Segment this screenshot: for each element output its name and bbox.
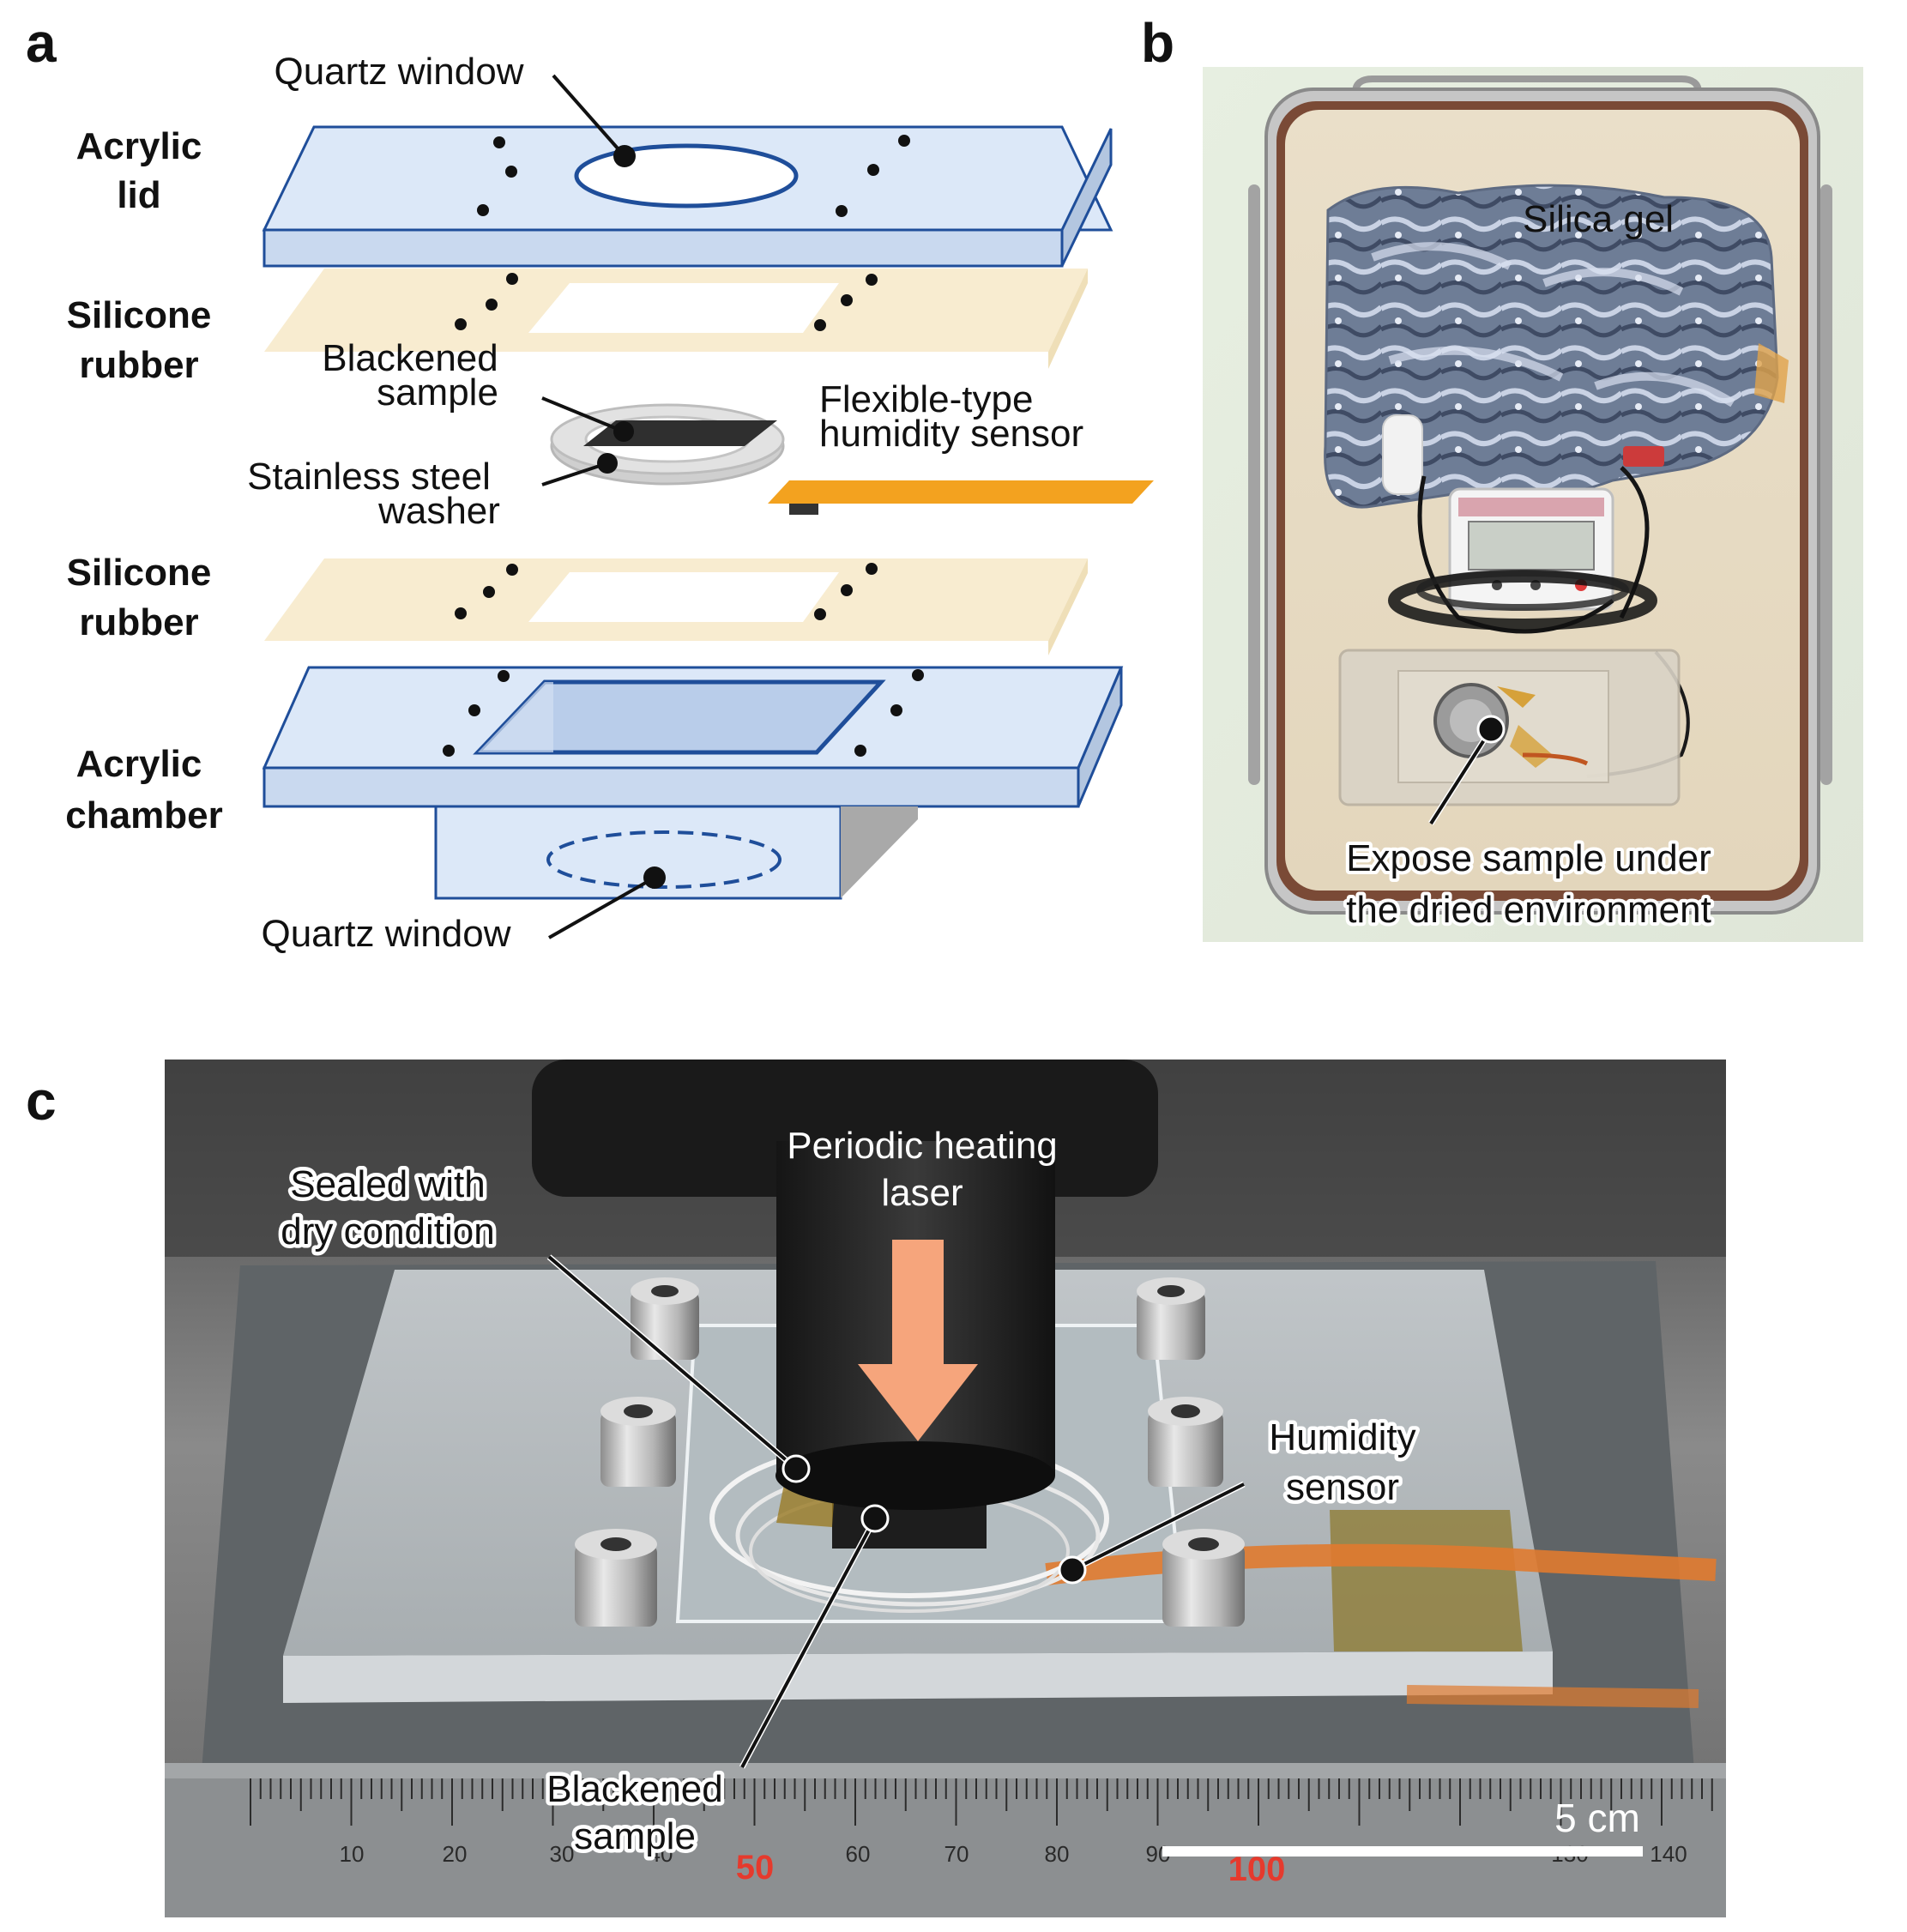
marker-quartz-top [613, 145, 636, 167]
chamber-front-face [263, 766, 1080, 808]
label-expose-2: the dried environment [1346, 889, 1711, 931]
leader-stainless [541, 462, 608, 486]
sensor-chip [789, 504, 818, 515]
label-sealed-2: dry condition [281, 1211, 494, 1253]
probe-sensor [1382, 414, 1423, 495]
leader-humidity [1071, 1482, 1245, 1572]
chamber-side-face [1077, 667, 1123, 807]
silicone-top-holes [455, 273, 878, 331]
box-clip-left [1248, 184, 1260, 785]
panel-b: b [1141, 12, 1863, 942]
silicone-rubber-bottom [264, 558, 1088, 655]
ruler-num-70: 70 [944, 1841, 969, 1867]
laser-arrow [858, 1240, 978, 1441]
scale-bar-label: 5 cm [1554, 1796, 1640, 1840]
silicone-bottom-holes [455, 563, 878, 620]
quartz-window-top-ring [574, 143, 799, 208]
label-acrylic-lid-1: Acrylic [76, 125, 202, 167]
marker-sealed [782, 1454, 811, 1483]
sensor-cable-photo [1045, 1543, 1717, 1585]
panel-a: a [26, 12, 1154, 955]
silicone-rubber-top [264, 269, 1088, 369]
label-silicone-bottom-1: Silicone [67, 552, 212, 594]
label-silica-gel: Silica gel [1523, 198, 1674, 240]
panel-letter-c: c [26, 1070, 57, 1132]
label-expose-1: Expose sample under [1346, 837, 1711, 879]
acrylic-lid [262, 125, 1113, 268]
label-laser-1: Periodic heating [787, 1125, 1058, 1167]
acrylic-lid-front-face [263, 228, 1064, 268]
tape-patch [1330, 1510, 1523, 1651]
marker-humidity [1058, 1555, 1087, 1585]
ruler-num-40: 40 [649, 1841, 673, 1867]
label-laser-2: laser [881, 1172, 963, 1214]
label-silicone-bottom-2: rubber [79, 601, 198, 643]
logger-connector [1623, 446, 1664, 467]
marker-stainless [597, 453, 618, 474]
label-humidity-sensor-1: Flexible-type [819, 378, 1033, 420]
chamber-cavity [473, 679, 886, 755]
label-blackened-sample-2: sample [377, 371, 498, 414]
ruler: 10 20 30 40 50 60 70 80 90 100 130 140 [165, 1763, 1726, 1917]
acrylic-lid-side-face [1060, 128, 1113, 267]
data-logger [1448, 487, 1614, 611]
box-handle-top [1352, 75, 1702, 94]
logger-screen [1468, 521, 1595, 571]
leader-blackened-a [541, 396, 625, 433]
marker-blackened-c [860, 1504, 890, 1533]
marker-blackened-a [613, 421, 634, 442]
acrylic-chamber [262, 666, 1124, 900]
label-blackened-1: Blackened [546, 1768, 722, 1810]
label-humidity-sensor-2: humidity sensor [819, 413, 1083, 455]
silicone-top-cutout [528, 283, 839, 333]
label-quartz-window-top: Quartz window [274, 51, 523, 93]
marker-quartz-bottom [643, 866, 666, 889]
ruler-num-80: 80 [1045, 1841, 1070, 1867]
label-blackened-2: sample [574, 1815, 696, 1857]
blackened-sample-shape [583, 420, 777, 446]
sensor-strip [768, 480, 1154, 504]
label-stainless-2: washer [377, 490, 500, 532]
leader-expose [1429, 728, 1493, 825]
leader-quartz-top [552, 74, 626, 158]
ruler-red-100: 100 [1228, 1850, 1286, 1888]
panel-letter-b: b [1141, 12, 1174, 74]
chamber-lower-block [434, 805, 842, 900]
ruler-num-20: 20 [443, 1841, 468, 1867]
label-sealed-1: Sealed with [290, 1163, 485, 1205]
label-quartz-window-bottom: Quartz window [261, 913, 510, 955]
label-silicone-top-1: Silicone [67, 294, 212, 336]
chamber-lower-shadow [841, 806, 918, 898]
silicone-top-side [1048, 269, 1088, 369]
label-blackened-sample-1: Blackened [322, 337, 498, 379]
label-humidity-2: sensor [1286, 1466, 1399, 1508]
label-acrylic-lid-2: lid [117, 174, 160, 216]
ruler-num-140: 140 [1650, 1841, 1687, 1867]
ruler-red-50: 50 [736, 1849, 775, 1887]
silicone-bottom-cutout [528, 572, 839, 622]
leader-blackened-c [740, 1518, 877, 1768]
panel-c: c [26, 1060, 1726, 1917]
ruler-num-10: 10 [340, 1841, 365, 1867]
leader-quartz-bottom [548, 876, 655, 939]
label-humidity-1: Humidity [1269, 1416, 1415, 1458]
leader-sealed [547, 1255, 798, 1470]
panel-letter-a: a [26, 12, 57, 74]
ruler-num-60: 60 [846, 1841, 871, 1867]
quartz-window-bottom-ring [546, 830, 782, 889]
label-acrylic-chamber-2: chamber [65, 794, 222, 836]
label-stainless-1: Stainless steel [247, 456, 491, 498]
marker-expose [1476, 715, 1506, 744]
humidity-sensor-strip [768, 480, 1154, 515]
chamber-holes [443, 669, 924, 757]
label-silicone-top-2: rubber [79, 344, 198, 386]
ruler-num-30: 30 [550, 1841, 575, 1867]
scale-bar [1162, 1846, 1643, 1857]
lid-screw-holes [477, 135, 910, 217]
box-clip-right [1820, 184, 1832, 785]
label-acrylic-chamber-1: Acrylic [76, 743, 202, 785]
